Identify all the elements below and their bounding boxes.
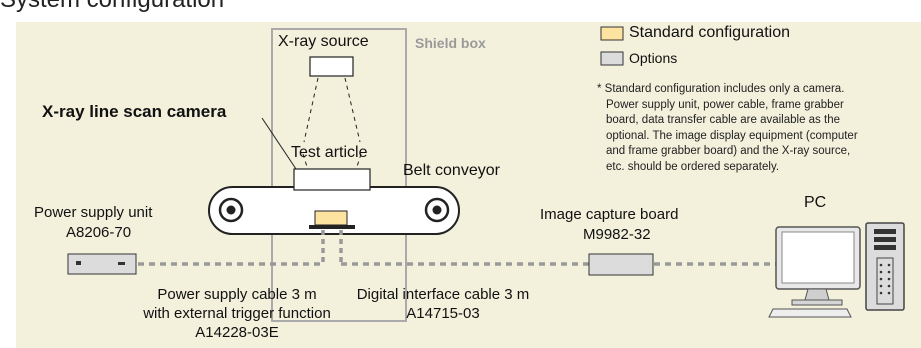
note-line: * Standard configuration includes only a… xyxy=(597,83,845,95)
pc-monitor-stand xyxy=(804,288,830,301)
diagram-background xyxy=(16,22,921,348)
power-supply-unit-label: Power supply unit xyxy=(34,204,153,221)
pc-tower-drive-2 xyxy=(874,237,896,242)
page-title: System configuration xyxy=(0,0,224,14)
power-supply-unit-model: A8206-70 xyxy=(66,224,132,241)
xray-beam-left xyxy=(303,77,319,143)
pc-monitor-base xyxy=(791,299,843,306)
pc-label: PC xyxy=(804,194,827,211)
camera-label: X-ray line scan camera xyxy=(42,102,227,121)
xray-beam-left-lower xyxy=(302,153,309,171)
pc-keyboard xyxy=(768,308,852,318)
conveyor-roller-left-hub xyxy=(226,205,236,215)
test-article-box xyxy=(293,168,371,191)
power-cable-line2: with external trigger function xyxy=(143,305,331,322)
power-supply-unit-box xyxy=(67,253,137,275)
shield-box xyxy=(271,28,407,322)
pc-tower xyxy=(865,222,905,311)
digital-cable-model: A14715-03 xyxy=(406,305,480,322)
note-line: board, data transfer cable are available… xyxy=(606,114,840,126)
note-line: and frame grabber board) and the X-ray s… xyxy=(606,145,851,157)
digital-cable-label: Digital interface cable 3 m A14715-03 xyxy=(336,285,550,323)
power-supply-switch xyxy=(118,262,125,265)
note-line: optional. The image display equipment (c… xyxy=(606,129,858,142)
power-cable-line1: Power supply cable 3 m xyxy=(157,286,317,303)
image-capture-board-model: M9982-32 xyxy=(583,226,651,243)
legend-options-label: Options xyxy=(629,50,678,66)
note-line: etc. should be ordered separately. xyxy=(606,160,780,173)
image-capture-board-label: Image capture board xyxy=(540,206,679,223)
conveyor-roller-right-hub xyxy=(432,205,442,215)
pc-tower-drive-3 xyxy=(874,245,896,250)
pc-monitor-screen xyxy=(781,231,855,284)
test-article-label: Test article xyxy=(291,144,368,161)
pc-tower-panel xyxy=(876,257,894,305)
legend-standard-swatch xyxy=(600,26,624,41)
legend-options-swatch xyxy=(600,51,624,66)
digital-cable-line1: Digital interface cable 3 m xyxy=(356,286,530,303)
power-cable-model: A14228-03E xyxy=(195,324,279,341)
xray-source-label: X-ray source xyxy=(278,33,369,50)
power-supply-connector xyxy=(76,261,81,265)
image-capture-board-box xyxy=(588,253,654,276)
camera-base xyxy=(309,225,355,229)
legend-standard-label: Standard configuration xyxy=(629,24,790,41)
belt-conveyor-label: Belt conveyor xyxy=(403,162,500,179)
note-line: Power supply unit, power cable, frame gr… xyxy=(606,98,844,111)
xray-source-box xyxy=(309,56,354,77)
xray-beam-right xyxy=(344,77,361,143)
configuration-note: * Standard configuration includes only a… xyxy=(597,82,912,175)
pc-tower-drive-1 xyxy=(874,229,896,234)
power-cable-label: Power supply cable 3 m with external tri… xyxy=(131,285,343,342)
shield-box-label: Shield box xyxy=(415,35,486,51)
xray-beam-right-lower xyxy=(355,153,362,171)
camera-body xyxy=(314,210,348,226)
